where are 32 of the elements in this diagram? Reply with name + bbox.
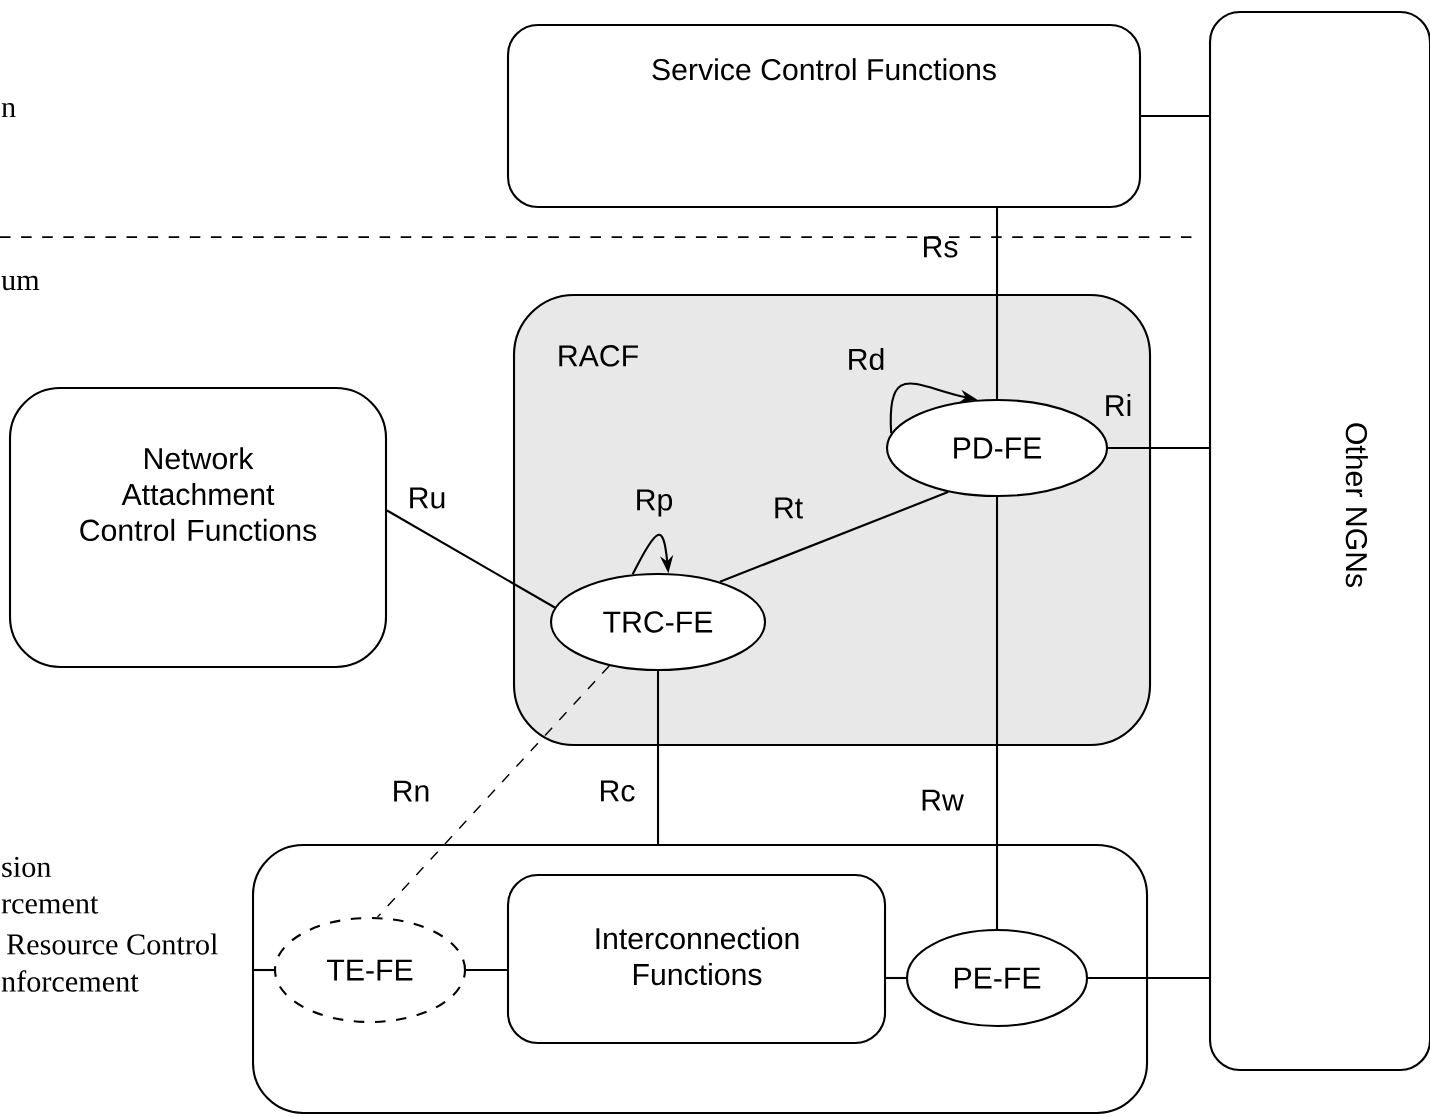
note-text: n [1, 102, 16, 118]
connector-line [386, 509, 556, 609]
connector-line [251, 968, 274, 972]
edge-label: Rd [849, 347, 884, 371]
connector-line [1108, 446, 1209, 450]
edge-label: Rp [637, 489, 673, 517]
connector-line [995, 497, 999, 929]
network-box: Other NGNs [1208, 10, 1430, 1072]
edge-label: Ri [1106, 394, 1131, 416]
edge-label: Rs [924, 236, 958, 258]
edge-label: Rw [922, 789, 964, 811]
note-text: rcement [1, 896, 99, 914]
note-text: nforcement [1, 970, 139, 992]
connector-line [886, 976, 906, 980]
connector-line [1141, 114, 1209, 118]
connector-line [656, 671, 660, 844]
connector-line [995, 208, 999, 399]
edge-label: Rn [394, 780, 429, 802]
edge-label: Rt [775, 497, 803, 519]
function-box: Network Attachment Control Functions [8, 386, 388, 669]
function-box: Interconnection Functions [506, 873, 887, 1045]
function-box: Service Control Functions [506, 23, 1142, 209]
note-text: Resource Control [6, 933, 218, 955]
note-text: sion [2, 856, 51, 878]
connector-line [1088, 976, 1209, 980]
connector-line [466, 968, 507, 972]
edge-label: Ru [410, 487, 445, 509]
note-text: um [1, 275, 40, 291]
connector-line [376, 665, 611, 918]
edge-label: Rc [601, 780, 635, 802]
connector-line [631, 533, 674, 575]
connector-line [719, 491, 949, 583]
